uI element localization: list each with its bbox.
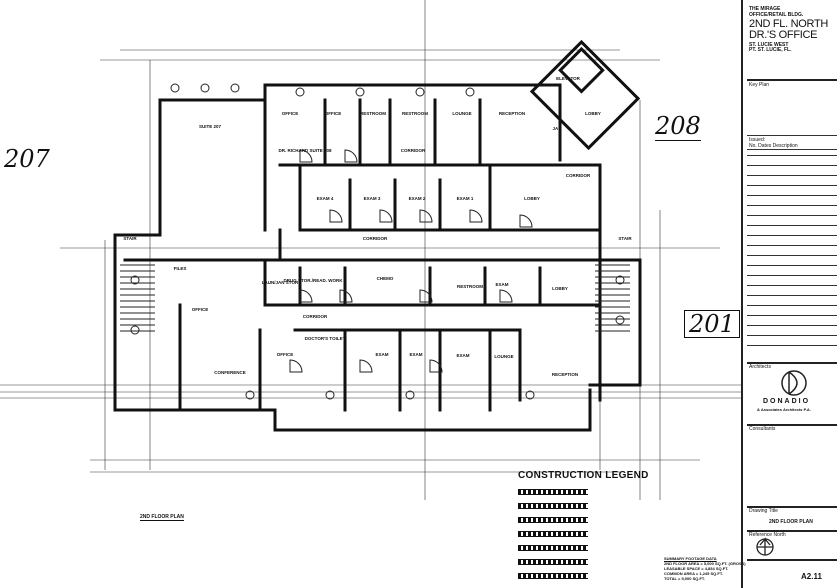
handwritten-suite-201: 201 [684, 310, 740, 338]
room-label: ELEVATOR [556, 76, 581, 81]
room-label: LOUNGE [494, 354, 513, 359]
architects-label: Architects [749, 364, 771, 370]
room-label: RECEPTION [552, 372, 578, 377]
summary-line: COMMON AREA = 1,245 SQ.FT. [664, 571, 723, 576]
legend-entry [518, 545, 718, 551]
reference-north-label: Reference North [749, 532, 786, 538]
room-label: RECEPTION [499, 111, 525, 116]
room-label: RESTROOM [402, 111, 428, 116]
room-label: JAN [552, 126, 561, 131]
location-1: ST. LUCIE WEST [749, 42, 789, 48]
legend-entry [518, 503, 718, 509]
room-label: DR. RICHARD SUITE 208 [278, 148, 332, 153]
room-label: EXAM [495, 282, 508, 287]
project-name: THE MIRAGE [749, 6, 781, 12]
room-label: OFFICE [325, 111, 342, 116]
key-plan-label: Key Plan [749, 82, 770, 88]
legend-swatch [518, 489, 588, 495]
legend-swatch [518, 517, 588, 523]
room-label: EXAM [409, 352, 422, 357]
title-block: THE MIRAGE OFFICE/RETAIL BLDG. 2ND FL. N… [741, 0, 837, 588]
room-label: FILES [174, 266, 187, 271]
issued-columns: No. Dates Description [749, 143, 798, 149]
handwritten-suite-208: 208 [655, 112, 701, 141]
summary-title: SUMMARY FOOTAGE DATA [664, 556, 717, 561]
summary-line: LEASABLE SPACE = 4,854 SQ.FT. [664, 566, 729, 571]
room-label: SUITE 207 [199, 124, 222, 129]
legend-entry [518, 531, 718, 537]
room-label: OFFICE [192, 307, 209, 312]
legend-swatch [518, 531, 588, 537]
room-label: RESTROOM [360, 111, 386, 116]
north-arrow-icon [756, 537, 774, 556]
legend-title: CONSTRUCTION LEGEND [518, 470, 649, 481]
room-label: CORRIDOR [363, 236, 388, 241]
project-type: OFFICE/RETAIL BLDG. [749, 12, 804, 18]
room-label: EXAM 3 [364, 196, 381, 201]
room-label: DRUG STOR./READ. WORK [284, 278, 344, 283]
issued-label: Issued: [749, 137, 766, 143]
summary-line: 2ND FLOOR AREA = 5,000 SQ.FT. (GROSS) [664, 561, 746, 566]
room-label: STAIR [618, 236, 632, 241]
room-label: CORRIDOR [566, 173, 591, 178]
architect-firm: DONADIO [763, 398, 811, 405]
architect-firm-sub: & Associates Architects P.A. [757, 407, 811, 412]
summary-footage: SUMMARY FOOTAGE DATA 2ND FLOOR AREA = 5,… [664, 556, 746, 581]
sheet-heading-2: DR.'S OFFICE [749, 29, 818, 41]
legend-swatch [518, 545, 588, 551]
room-label: CORRIDOR [401, 148, 426, 153]
legend-entry [518, 573, 718, 579]
room-label: CONFERENCE [214, 370, 246, 375]
room-label: LOBBY [585, 111, 601, 116]
construction-legend: CONSTRUCTION LEGEND [518, 470, 718, 579]
room-label: STAIR [123, 236, 137, 241]
sheet-number: A2.11 [801, 572, 822, 581]
handwritten-suite-207: 207 [4, 145, 50, 173]
floor-plan-drawing: OFFICE OFFICE RESTROOM RESTROOM LOUNGE RECEPT… [0, 0, 741, 500]
room-label: EXAM [456, 353, 469, 358]
sheet-heading-1: 2ND FL. NORTH [749, 18, 829, 30]
room-label: EXAM 4 [317, 196, 334, 201]
room-label: LAUN/JAN STOR [262, 280, 299, 285]
room-label: CHEMO [377, 276, 394, 281]
summary-line: TOTAL = 5,000 SQ.FT. [664, 576, 706, 581]
room-label: OFFICE [282, 111, 299, 116]
room-label: OFFICE [277, 352, 294, 357]
legend-entry [518, 517, 718, 523]
room-label: RESTROOM [457, 284, 483, 289]
drawing-title: 2ND FLOOR PLAN [769, 519, 813, 525]
legend-swatch [518, 573, 588, 579]
legend-entry [518, 559, 718, 565]
room-label: EXAM [375, 352, 388, 357]
room-label: LOBBY [552, 286, 568, 291]
room-label: DOCTOR'S TOILET [305, 336, 346, 341]
room-label: LOUNGE [452, 111, 471, 116]
plan-title: 2ND FLOOR PLAN [140, 514, 184, 521]
room-label: EXAM 2 [409, 196, 426, 201]
room-label: LOBBY [524, 196, 540, 201]
room-label: EXAM 1 [457, 196, 474, 201]
legend-entry [518, 489, 718, 495]
location-2: PT. ST. LUCIE, FL. [749, 47, 792, 53]
legend-swatch [518, 503, 588, 509]
legend-swatch [518, 559, 588, 565]
room-label: CORRIDOR [303, 314, 328, 319]
consultants-label: Consultants [749, 426, 776, 432]
drawing-title-label: Drawing Title [749, 508, 778, 514]
architect-logo [781, 370, 807, 396]
